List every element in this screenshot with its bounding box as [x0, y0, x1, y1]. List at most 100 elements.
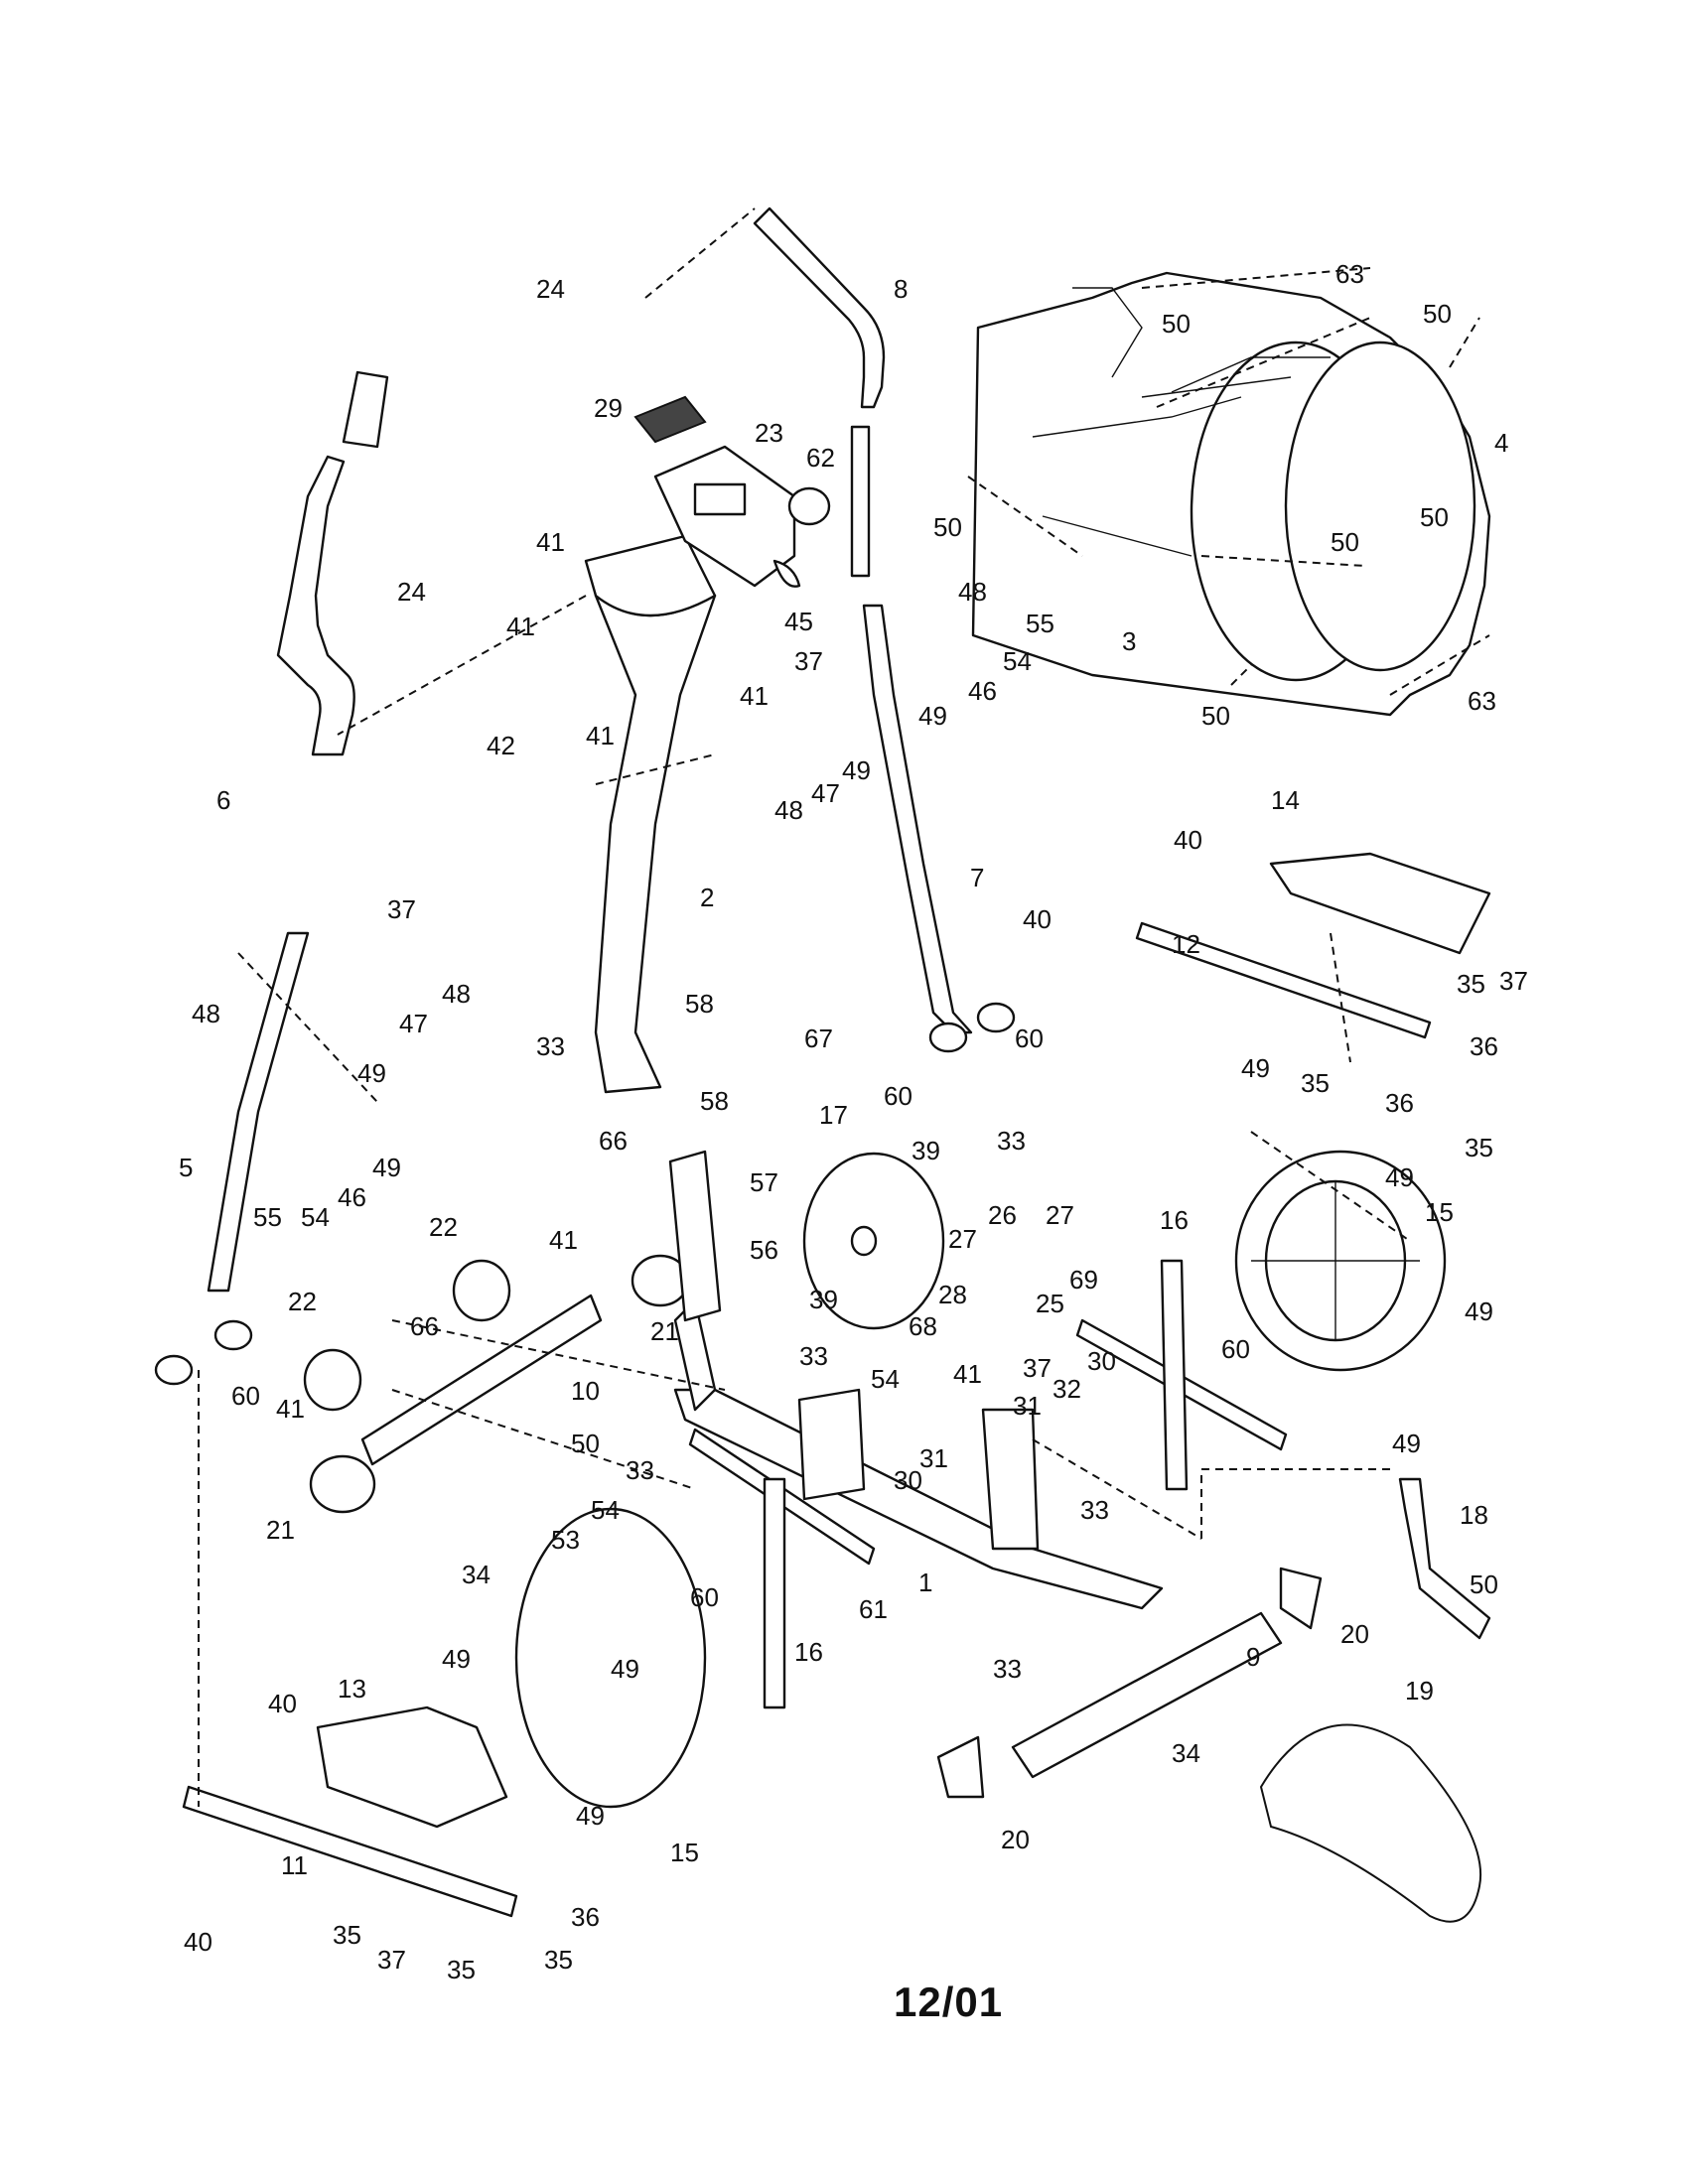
callout-52-h: 50 [1470, 1570, 1498, 1599]
callout-16-left: 16 [794, 1637, 823, 1667]
callout-30-a: 30 [1087, 1346, 1116, 1376]
callout-36-c: 35 [333, 1920, 361, 1950]
callout-11: 11 [281, 1850, 308, 1880]
callout-40-top: 40 [1174, 825, 1202, 855]
callout-56-top: 55 [1026, 609, 1054, 638]
callout-65: 66 [599, 1126, 628, 1156]
callout-33-d: 33 [626, 1455, 654, 1485]
callout-4: 4 [1494, 428, 1508, 458]
callout-22-left: 22 [288, 1287, 317, 1316]
callout-39-b: 39 [809, 1285, 838, 1314]
callout-24-left: 24 [397, 577, 426, 607]
callout-24-top: 24 [536, 274, 565, 304]
main-frame [673, 1298, 1164, 1610]
callout-18: 18 [1460, 1500, 1488, 1530]
callout-61-left: 60 [690, 1582, 719, 1612]
callout-49-top: 49 [918, 701, 947, 731]
callout-58: 57 [750, 1167, 778, 1197]
callout-28: 28 [938, 1280, 967, 1309]
callout-49-b: 49 [372, 1153, 401, 1182]
callout-33-c: 33 [799, 1341, 828, 1371]
callout-42-a: 41 [536, 527, 565, 557]
callout-10: 10 [571, 1376, 600, 1406]
callout-22-top: 22 [429, 1212, 458, 1242]
callout-21-top: 21 [650, 1316, 679, 1346]
callout-52-c: 50 [933, 512, 962, 542]
callout-48-left: 48 [442, 979, 471, 1009]
callout-59-b: 58 [700, 1086, 729, 1116]
callout-1: 1 [918, 1568, 932, 1597]
callout-35-right: 35 [1457, 969, 1485, 999]
callout-36-d: 35 [544, 1945, 573, 1975]
callout-37-left: 36 [571, 1902, 600, 1932]
callout-52-b: 50 [1423, 299, 1452, 329]
callout-47-left: 47 [399, 1009, 428, 1038]
callout-42-c: 41 [586, 721, 615, 751]
callout-15-front: 15 [670, 1838, 699, 1867]
callout-55-left: 54 [301, 1202, 330, 1232]
callout-42-d: 41 [740, 681, 769, 711]
callout-17: 17 [819, 1100, 848, 1130]
callout-7: 7 [970, 863, 984, 892]
callout-36-b: 35 [1465, 1133, 1493, 1162]
callout-49-left: 49 [357, 1058, 386, 1088]
pedal-arms [182, 852, 1491, 1918]
callout-51-d: 49 [1392, 1429, 1421, 1458]
callout-53: 53 [551, 1525, 580, 1555]
callout-64-bot: 63 [1468, 686, 1496, 716]
callout-33-e: 33 [1080, 1495, 1109, 1525]
callout-50-top: 48 [958, 577, 987, 607]
callout-29: 29 [594, 393, 623, 423]
callout-26: 26 [988, 1200, 1017, 1230]
date-code: 12/01 [894, 1979, 1004, 2025]
console [633, 395, 831, 588]
callout-54-b: 54 [591, 1495, 620, 1525]
callout-51-e: 49 [442, 1644, 471, 1674]
callout-30-b: 30 [894, 1465, 922, 1495]
crank-axle [303, 1254, 690, 1514]
callout-34-bot: 34 [1172, 1738, 1200, 1768]
callout-44: 42 [487, 731, 515, 760]
callout-61-right: 60 [1221, 1334, 1250, 1364]
callout-42-b: 41 [506, 612, 535, 641]
callout-52-f: 50 [1201, 701, 1230, 731]
callout-37-mid: 36 [1385, 1088, 1414, 1118]
callout-33-f: 33 [993, 1654, 1022, 1684]
callout-39-a: 39 [912, 1136, 940, 1165]
callout-47-mid: 47 [811, 778, 840, 808]
callout-5: 5 [179, 1153, 193, 1182]
callout-32: 32 [1052, 1374, 1081, 1404]
callout-38-mid: 37 [1023, 1353, 1052, 1383]
callout-60-right: 60 [1015, 1024, 1044, 1053]
callouts: 24 8 63 50 50 29 23 62 4 50 50 50 41 24 … [179, 259, 1528, 1984]
callout-31-a: 31 [1013, 1391, 1042, 1421]
assembly-guide-lines [198, 207, 1411, 1807]
callout-63: 62 [806, 443, 835, 473]
callout-19: 19 [1405, 1676, 1434, 1706]
callout-37-right: 36 [1470, 1031, 1498, 1061]
callout-66: 66 [410, 1311, 439, 1341]
callout-69: 69 [1069, 1265, 1098, 1295]
callout-67: 67 [804, 1024, 833, 1053]
callout-34-top: 34 [462, 1560, 491, 1589]
callout-55-top: 54 [1003, 646, 1032, 676]
callout-48-mid: 48 [774, 795, 803, 825]
handlebar-right [753, 206, 1016, 1053]
callout-14: 14 [1271, 785, 1300, 815]
flywheel [802, 1152, 945, 1330]
callout-3: 3 [1122, 626, 1136, 656]
callout-40-left: 40 [268, 1689, 297, 1718]
callout-6: 6 [216, 785, 230, 815]
callout-46-top: 46 [968, 676, 997, 706]
callout-51-b: 49 [1385, 1162, 1414, 1192]
callout-12: 12 [1172, 929, 1200, 959]
callout-9: 9 [1246, 1642, 1260, 1672]
callout-40-bot: 40 [184, 1927, 212, 1957]
callout-51-f: 49 [611, 1654, 639, 1684]
callout-52-g: 50 [571, 1429, 600, 1458]
callout-23: 23 [755, 418, 783, 448]
callout-27-b: 27 [948, 1224, 977, 1254]
callout-27-a: 27 [1046, 1200, 1074, 1230]
stabilizers [688, 1259, 1323, 1799]
callout-52-d: 50 [1420, 502, 1449, 532]
